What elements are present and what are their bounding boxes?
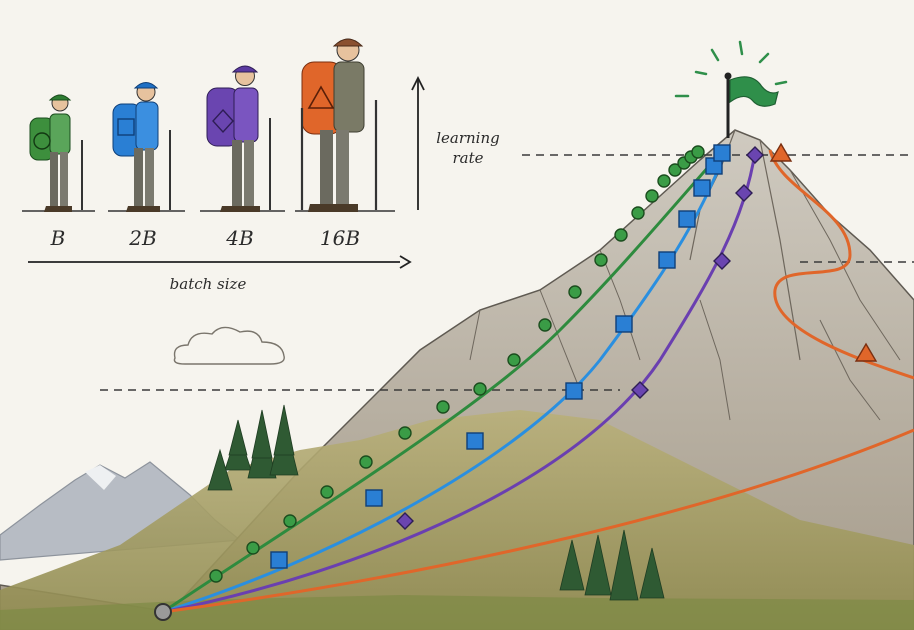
- green-circle-marker: [436, 400, 450, 414]
- path-green: [162, 147, 727, 614]
- orange-triangle-marker: [854, 342, 878, 362]
- hiker-label-4b: 4B: [225, 226, 253, 250]
- batch-size-axis: batch size: [28, 255, 412, 293]
- green-circle-marker: [568, 285, 582, 299]
- blue-square-marker: [615, 315, 633, 333]
- learning-rate-label-line1: learning: [436, 129, 500, 147]
- blue-square-marker: [658, 251, 676, 269]
- green-circle-marker: [320, 485, 334, 499]
- green-circle-marker: [614, 228, 628, 242]
- hiker-16b: [300, 38, 378, 212]
- path-purple: [162, 151, 757, 614]
- green-circle-marker: [538, 318, 552, 332]
- green-circle-marker: [668, 163, 682, 177]
- purple-diamond-marker: [631, 381, 649, 399]
- blue-square-marker: [270, 551, 288, 569]
- hiker-label-16b: 16B: [320, 226, 360, 250]
- blue-square-marker: [693, 179, 711, 197]
- hiker-b: [29, 94, 83, 212]
- pine-trees: [207, 404, 665, 601]
- purple-diamond-marker: [735, 184, 753, 202]
- green-circle-marker: [691, 145, 705, 159]
- green-circle-marker: [645, 189, 659, 203]
- blue-square-marker: [713, 144, 731, 162]
- hiker-2b: [112, 82, 171, 212]
- blue-square-marker: [678, 210, 696, 228]
- summit-flag: [674, 40, 788, 138]
- blue-square-marker: [466, 432, 484, 450]
- cloud: [173, 326, 285, 365]
- green-circle-marker: [209, 569, 223, 583]
- start-point: [154, 603, 172, 621]
- green-circle-marker: [473, 382, 487, 396]
- purple-diamond-marker: [713, 252, 731, 270]
- hikers-row: B 2B 4B 16B: [22, 38, 395, 250]
- hiker-label-b: B: [50, 226, 66, 250]
- green-circle-marker: [359, 455, 373, 469]
- step-markers: [209, 142, 878, 583]
- learning-rate-axis: learning rate: [411, 75, 500, 210]
- blue-square-marker: [365, 489, 383, 507]
- green-circle-marker: [398, 426, 412, 440]
- green-circle-marker: [246, 541, 260, 555]
- path-orange: [162, 149, 914, 614]
- hiker-label-2b: 2B: [128, 226, 156, 250]
- green-circle-marker: [631, 206, 645, 220]
- purple-diamond-marker: [746, 146, 764, 164]
- green-circle-marker: [657, 174, 671, 188]
- learning-rate-label-line2: rate: [452, 149, 483, 167]
- orange-triangle-marker: [769, 142, 793, 162]
- hiker-4b: [206, 65, 271, 212]
- green-circle-marker: [594, 253, 608, 267]
- blue-square-marker: [565, 382, 583, 400]
- purple-diamond-marker: [396, 512, 414, 530]
- green-circle-marker: [507, 353, 521, 367]
- batch-size-label: batch size: [170, 275, 247, 293]
- green-circle-marker: [283, 514, 297, 528]
